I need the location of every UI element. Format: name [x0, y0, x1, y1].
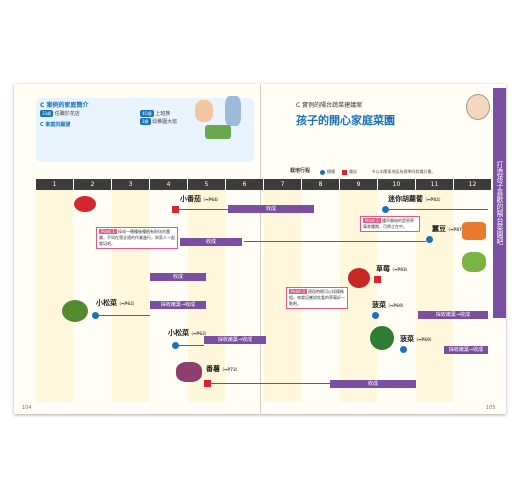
member-3: 3歲 幼稚園大班: [140, 118, 177, 126]
right-page-number: 105: [486, 405, 496, 411]
komatsuna-1-sow-marker: [92, 312, 99, 319]
point-1-callout: Point 1 採成一播種後種植有耐化的農業，不如在落全適的作業進行，與家人一起…: [96, 227, 178, 249]
member-1: 33歲 任職於花店: [40, 110, 80, 118]
broad-bean-illustration: [462, 252, 486, 272]
page-title: 孩子的開心家庭菜園: [296, 114, 395, 127]
month-2: 2: [74, 179, 111, 190]
page-subtitle: C 實例的陽台蔬菜建議案: [296, 102, 363, 109]
strawberry-illustration: [348, 268, 370, 288]
month-3: 3: [112, 179, 149, 190]
sweet-potato-illustration: [176, 362, 202, 382]
tomato-harvest-bar: 收成: [228, 205, 314, 213]
member-2: 4O歲 上班族: [140, 110, 170, 118]
month-9: 9: [340, 179, 377, 190]
month-7: 7: [264, 179, 301, 190]
legend-note: ※以本關東地區為標準的栽種計畫。: [372, 169, 436, 174]
komatsuna-2-sow-marker: [172, 342, 179, 349]
legend-plant: 種苗: [349, 169, 357, 174]
crop-label-strawberry: 草莓（➡P83）: [376, 265, 410, 273]
sow-legend-icon: [320, 170, 325, 175]
spinach-2-sow-marker: [400, 346, 407, 353]
member-3-age: 3歲: [140, 118, 151, 125]
month-5: 5: [188, 179, 225, 190]
broad-bean-sow-marker: [426, 236, 433, 243]
crop-label-tomato: 小番茄（➡P64）: [180, 195, 221, 203]
month-column-3: [112, 190, 149, 402]
crop-label-komatsuna-1: 小松菜（➡P62）: [96, 299, 137, 307]
carrot-harvest-bar: 收成: [150, 273, 206, 281]
month-6: 6: [226, 179, 263, 190]
tomato-growth-line: [178, 209, 228, 210]
month-4: 4: [150, 179, 187, 190]
member-2-age: 4O歲: [140, 110, 154, 117]
legend-label: 栽培行程: [290, 168, 311, 174]
left-page-number: 104: [22, 405, 32, 411]
carrot-growth-line: [388, 209, 488, 210]
crop-label-spinach-2: 菠菜（➡P60）: [400, 335, 434, 343]
komatsuna-1-growth-line: [98, 315, 150, 316]
carrot-sow-marker: [382, 206, 389, 213]
member-3-role: 幼稚園大班: [152, 119, 178, 125]
spinach-1-sow-marker: [372, 312, 379, 319]
month-column-2: [74, 190, 111, 402]
legend-sow: 播種: [327, 169, 335, 174]
month-1: 1: [36, 179, 73, 190]
point-2-callout: Point 3 適段時期可以採摘株組，來栽培嘗試吃看的草莓好一點吧。: [286, 287, 348, 309]
chapter-side-tab: 打造孩子喜歡的陽台菜園吧: [493, 88, 506, 318]
tomato-plant-marker: [172, 206, 179, 213]
crop-label-broad-bean: 蠶豆（➡P87）: [432, 225, 466, 233]
sweet-potato-plant-marker: [204, 380, 211, 387]
sweet-potato-harvest-bar: 收成: [330, 380, 416, 388]
month-column-11: [416, 190, 453, 402]
broad-bean-harvest-bar: 收成: [180, 238, 242, 246]
member-2-role: 上班族: [155, 111, 171, 117]
member-1-age: 33歲: [40, 110, 54, 117]
month-10: 10: [378, 179, 415, 190]
komatsuna-1-harvest-bar: 採收嫩葉→收成: [150, 301, 206, 309]
spinach-2-harvest-bar: 採收嫩葉→收成: [444, 346, 488, 354]
member-1-role: 任職於花店: [54, 111, 80, 117]
family-illustration-father: [225, 96, 241, 126]
komatsuna-2-growth-line: [178, 345, 204, 346]
strawberry-plant-marker: [374, 276, 381, 283]
author-avatar: [466, 94, 490, 120]
tomato-illustration: [74, 196, 96, 212]
planter-illustration: [205, 125, 231, 139]
komatsuna-2-harvest-bar: 採收嫩葉→收成: [204, 336, 266, 344]
crop-label-mini-carrot: 迷你胡蘿蔔（➡P82）: [388, 195, 443, 203]
month-8: 8: [302, 179, 339, 190]
month-12: 12: [454, 179, 491, 190]
plant-legend-icon: [342, 170, 347, 175]
broad-bean-growth-line: [244, 241, 426, 242]
wish-title: C 家庭的願望: [40, 122, 71, 128]
crop-label-sweet-potato: 番薯（➡P72）: [206, 365, 240, 373]
komatsuna-illustration: [62, 300, 88, 322]
spinach-illustration: [370, 326, 394, 350]
family-info-title: C 案例的家庭簡介: [40, 102, 89, 109]
month-column-1: [36, 190, 73, 402]
month-11: 11: [416, 179, 453, 190]
crop-label-komatsuna-2: 小松菜（➡P62）: [168, 329, 209, 337]
book-spine: [260, 84, 261, 414]
point-3-callout: Point 2 儘早開始的是密草莓育種期，可將之在中。: [360, 216, 420, 232]
sweet-potato-growth-line: [210, 383, 330, 384]
spinach-1-harvest-bar: 採收嫩葉→收成: [418, 311, 488, 319]
family-illustration-mother: [195, 100, 213, 122]
carrot-illustration: [462, 222, 486, 240]
crop-label-spinach-1: 菠菜（➡P60）: [372, 301, 406, 309]
